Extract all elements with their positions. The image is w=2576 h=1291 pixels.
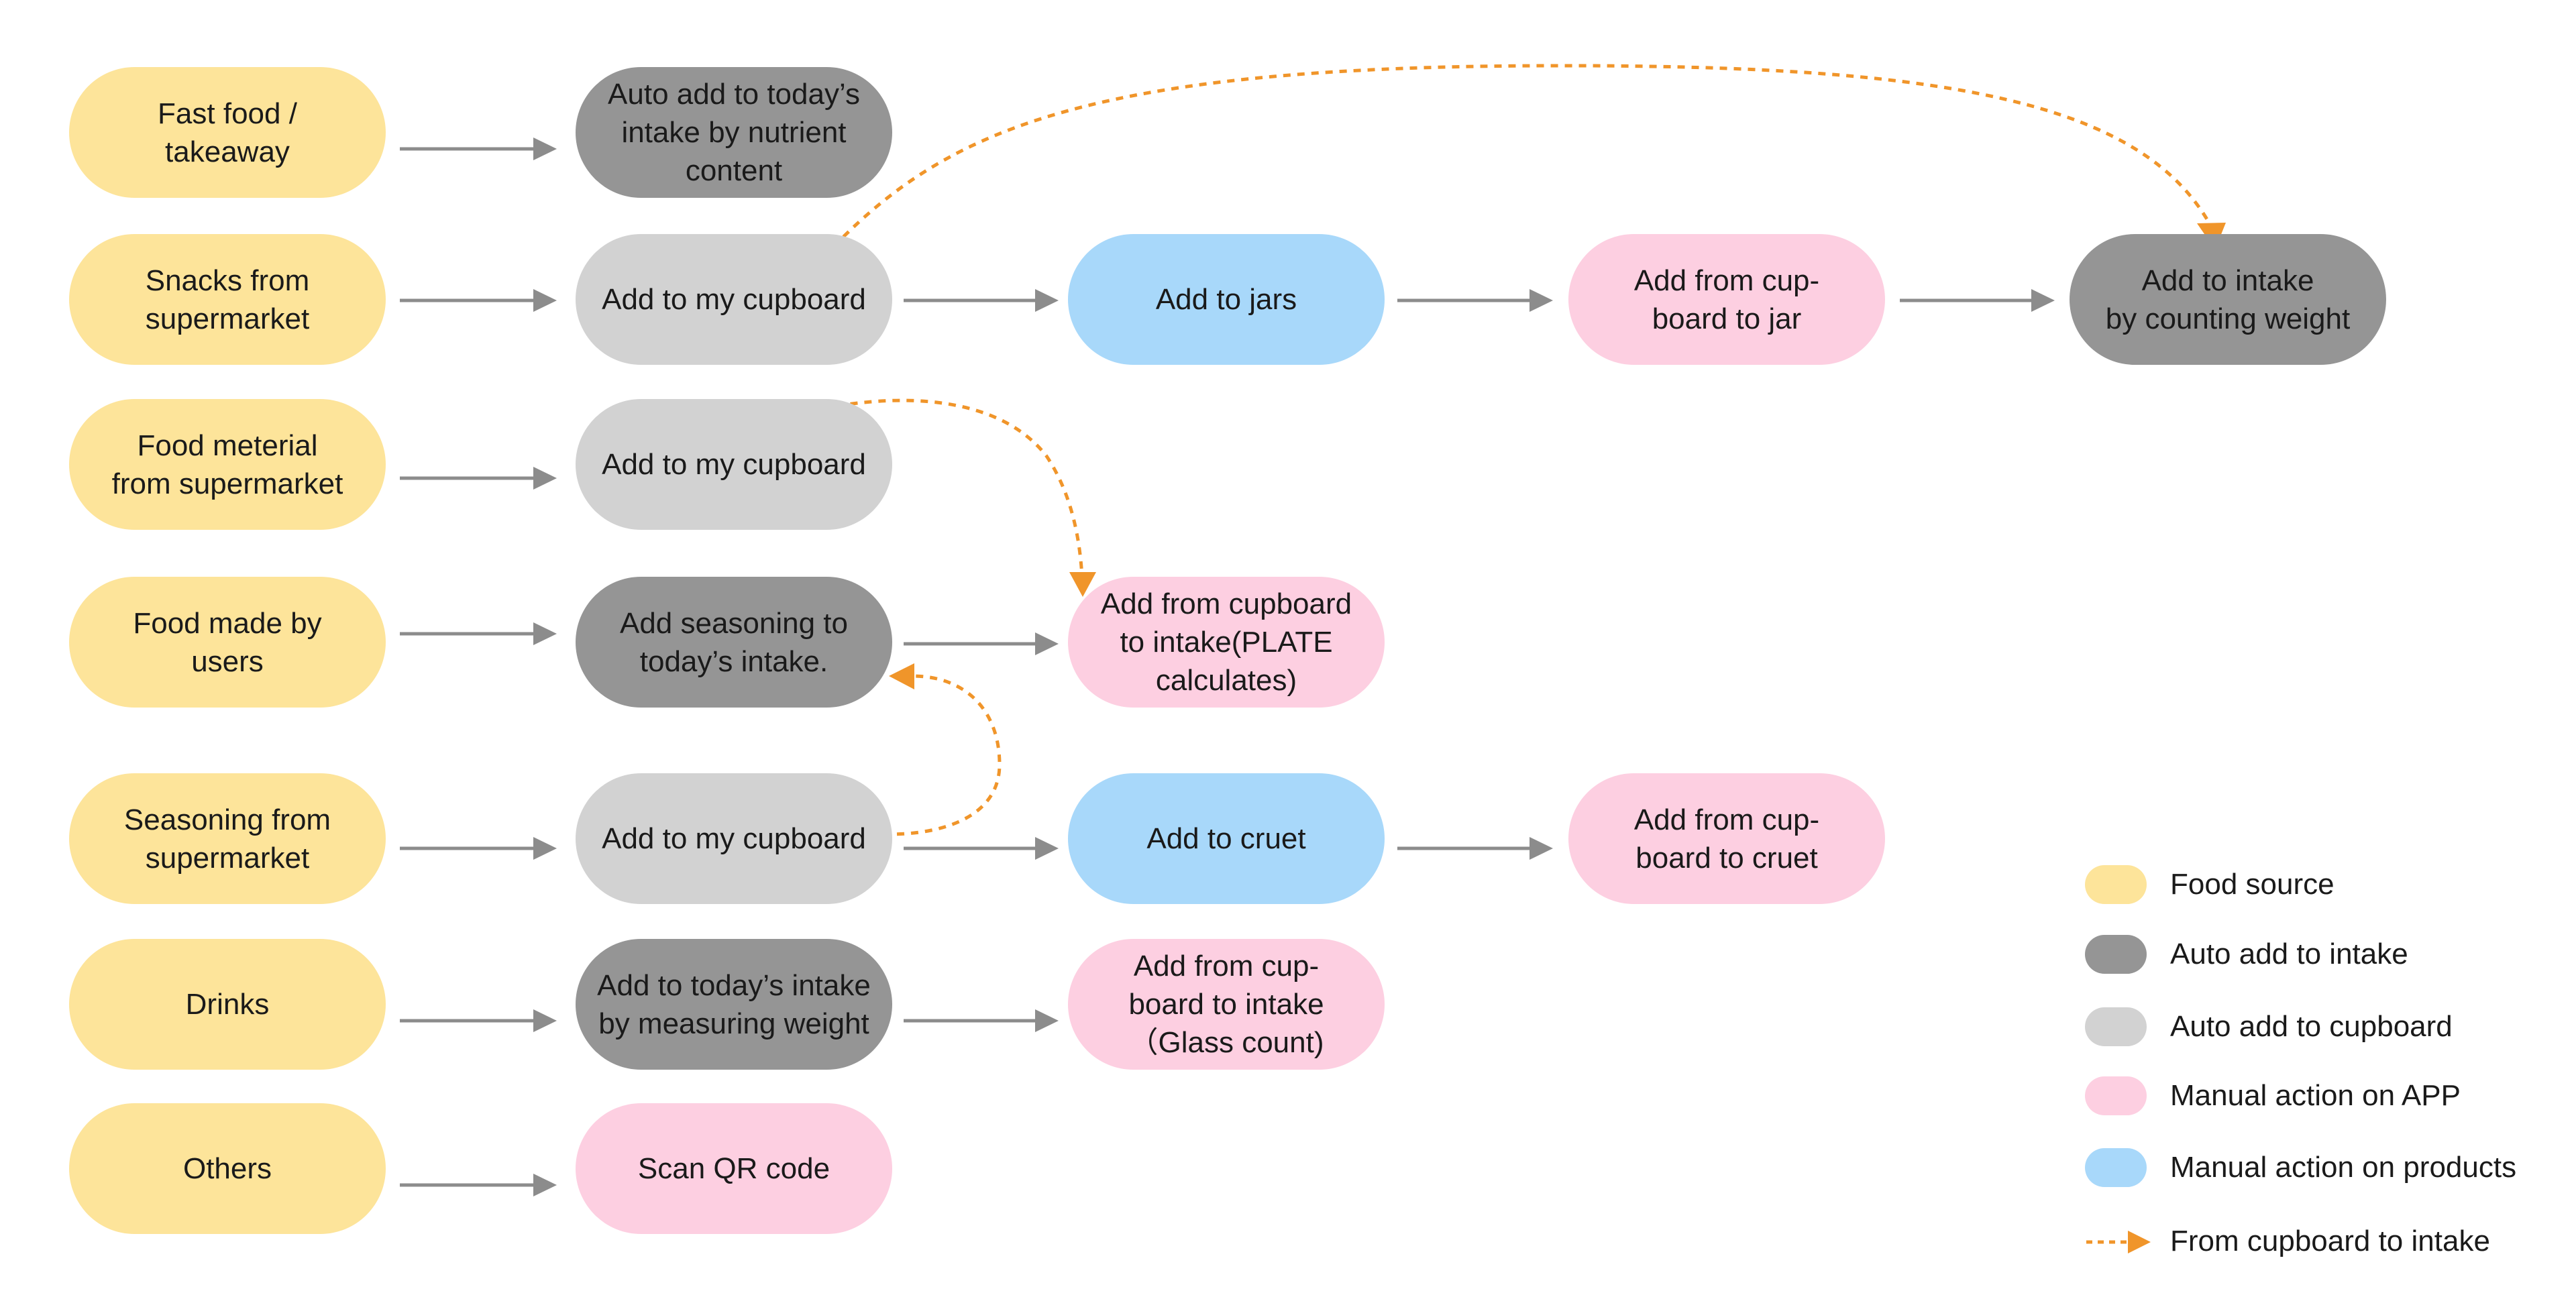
node-cupboard-material: Add to my cupboard: [576, 399, 892, 530]
arrowhead: [1035, 1009, 1059, 1032]
legend-swatch: [2085, 935, 2147, 974]
node-label: Add to intake by counting weight: [2105, 264, 2351, 335]
node-cupboard-to-cruet: Add from cup- board to cruet: [1568, 773, 1885, 904]
arrowhead: [533, 467, 557, 490]
node-food-material: Food meterial from supermarket: [69, 399, 386, 530]
node-add-seasoning-intake: Add seasoning to today’s intake.: [576, 577, 892, 708]
node-label: Add from cupboard to intake(PLATE calcul…: [1100, 587, 1352, 697]
node-food-made: Food made by users: [69, 577, 386, 708]
flow-arrows: [400, 137, 2055, 1196]
node-cupboard-to-intake-glass: Add from cup- board to intake （Glass cou…: [1068, 939, 1385, 1070]
node-label: Food made by users: [133, 606, 322, 678]
node-label: Add from cup- board to jar: [1633, 264, 1820, 335]
legend-swatch: [2085, 1007, 2147, 1046]
node-seasoning: Seasoning from supermarket: [69, 773, 386, 904]
node-cupboard-snacks: Add to my cupboard: [576, 234, 892, 365]
node-label: Snacks from supermarket: [145, 264, 310, 335]
legend-label: Auto add to intake: [2170, 938, 2408, 970]
arrowhead: [533, 622, 557, 645]
arrowhead: [1069, 572, 1096, 597]
node-cupboard-to-jar: Add from cup- board to jar: [1568, 234, 1885, 365]
node-label: Seasoning from supermarket: [123, 803, 331, 875]
node-label: Drinks: [185, 988, 270, 1021]
arrowhead: [533, 1009, 557, 1032]
arrowhead: [1035, 289, 1059, 312]
arrowhead: [533, 137, 557, 160]
node-label: Add from cup- board to cruet: [1633, 803, 1820, 875]
arrowhead: [889, 663, 914, 689]
legend-label: Manual action on products: [2170, 1151, 2517, 1184]
arrowhead: [1035, 837, 1059, 860]
node-scan-qr: Scan QR code: [576, 1103, 892, 1234]
arrowhead: [1529, 289, 1553, 312]
node-add-to-jars: Add to jars: [1068, 234, 1385, 365]
legend-label: Food source: [2170, 868, 2334, 901]
legend-swatch: [2085, 1148, 2147, 1187]
arrowhead: [1529, 837, 1553, 860]
dashed-link-material-cupboard-to-plate: [794, 398, 1084, 577]
arrowhead: [1035, 632, 1059, 655]
node-label: Add to my cupboard: [602, 283, 866, 316]
node-add-to-cruet: Add to cruet: [1068, 773, 1385, 904]
node-auto-add-nutrient: Auto add to today’s intake by nutrient c…: [576, 67, 892, 198]
legend-label: From cupboard to intake: [2170, 1225, 2490, 1257]
arrowhead: [2031, 289, 2055, 312]
legend-swatch: [2085, 865, 2147, 904]
node-label: Others: [182, 1152, 272, 1185]
node-label: Scan QR code: [637, 1152, 830, 1185]
node-intake-counting-weight: Add to intake by counting weight: [2070, 234, 2386, 365]
legend-label: Auto add to cupboard: [2170, 1010, 2453, 1043]
node-label: Add to my cupboard: [602, 822, 866, 855]
arrowhead: [533, 1174, 557, 1196]
cupboard-to-intake-links: [794, 64, 2226, 836]
legend-dashed-arrow-icon: [2086, 1231, 2151, 1253]
node-others: Others: [69, 1103, 386, 1234]
arrowhead: [533, 289, 557, 312]
node-label: Add from cup- board to intake （Glass cou…: [1128, 950, 1324, 1059]
legend-swatch: [2085, 1076, 2147, 1115]
node-cupboard-seasoning: Add to my cupboard: [576, 773, 892, 904]
node-drinks: Drinks: [69, 939, 386, 1070]
arrowhead: [533, 837, 557, 860]
node-cupboard-to-intake-plate: Add from cupboard to intake(PLATE calcul…: [1068, 577, 1385, 708]
node-label: Add to jars: [1155, 283, 1297, 316]
node-label: Fast food / takeaway: [158, 97, 297, 168]
node-intake-measuring-weight: Add to today’s intake by measuring weigh…: [576, 939, 892, 1070]
dashed-link-seasoning-cupboard-to-seasoning-intake: [868, 674, 1002, 836]
node-label: Auto add to today’s intake by nutrient c…: [608, 78, 860, 187]
node-label: Add to cruet: [1146, 822, 1306, 855]
legend-label: Manual action on APP: [2170, 1079, 2461, 1112]
node-snacks: Snacks from supermarket: [69, 234, 386, 365]
node-label: Add to today’s intake by measuring weigh…: [597, 968, 871, 1040]
node-label: Food meterial from supermarket: [111, 429, 343, 500]
node-label: Add to my cupboard: [602, 448, 866, 481]
node-fast-food: Fast food / takeaway: [69, 67, 386, 198]
dashed-link-snacks-cupboard-to-counting-weight: [822, 64, 2216, 258]
node-label: Add seasoning to today’s intake.: [619, 606, 849, 678]
